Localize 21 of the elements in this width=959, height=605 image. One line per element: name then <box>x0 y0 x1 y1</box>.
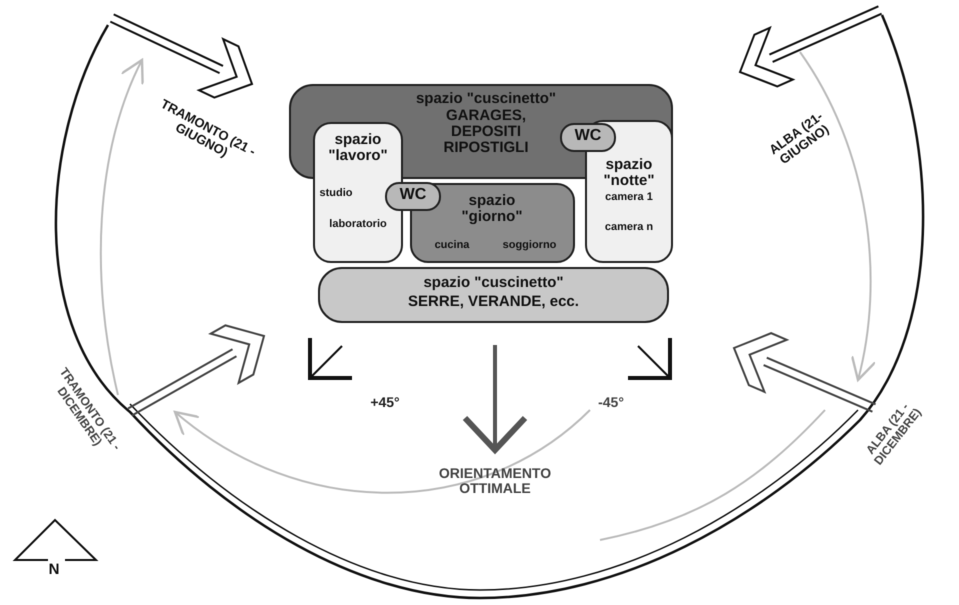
room-title: WC <box>398 187 428 204</box>
north-label: N <box>48 562 60 578</box>
room-box <box>385 182 441 211</box>
room-title: spazio "cuscinetto" <box>422 275 565 291</box>
room-label: cucina <box>434 240 470 252</box>
room-label: SERRE, VERANDE, ecc. <box>407 294 580 310</box>
room-label: camera n <box>604 222 654 234</box>
room-label: GARAGES, DEPOSITI RIPOSTIGLI <box>442 108 530 156</box>
room-title: spazio "giorno" <box>460 193 524 224</box>
room-box <box>318 267 669 323</box>
room-title: spazio "lavoro" <box>327 132 389 164</box>
orientation-label: ORIENTAMENTO OTTIMALE <box>438 466 552 496</box>
angle-label: -45° <box>597 395 625 410</box>
room-title: spazio "notte" <box>602 157 656 188</box>
room-title: WC <box>574 128 602 145</box>
room-title: spazio "cuscinetto" <box>414 91 558 107</box>
room-label: studio <box>318 188 354 200</box>
room-label: laboratorio <box>328 219 388 231</box>
angle-label: +45° <box>369 395 401 410</box>
room-label: camera 1 <box>604 192 654 204</box>
room-label: soggiorno <box>502 240 558 252</box>
